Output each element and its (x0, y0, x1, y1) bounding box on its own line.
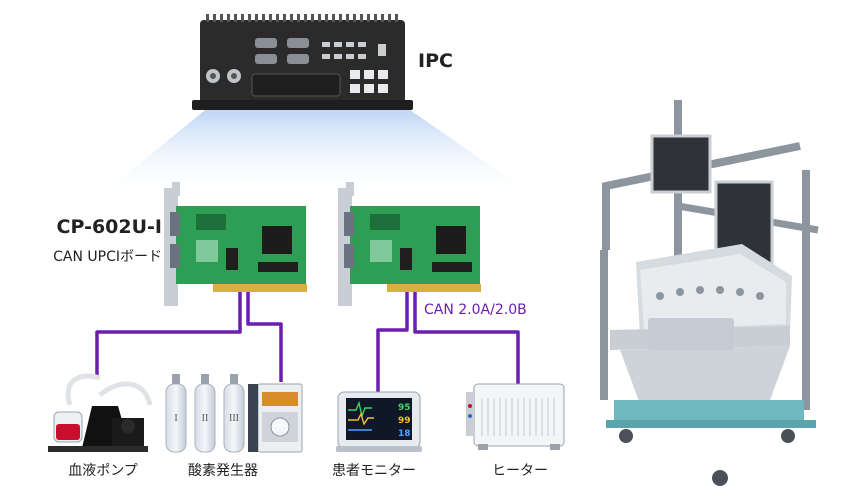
card-model-label: CP-602U-I (56, 216, 162, 238)
ipc-light-beam (95, 110, 540, 200)
device-label-blood-pump: 血液ポンプ (68, 463, 138, 479)
ipc-front-panel (251, 73, 341, 97)
ipc-box (192, 14, 413, 110)
can-bus-label: CAN 2.0A/2.0B (424, 302, 527, 318)
device-label-heater: ヒーター (492, 463, 548, 479)
heater-illustration (466, 383, 565, 450)
pci-card-right (338, 182, 481, 306)
oxygen-cylinder-label-1: I (174, 413, 177, 424)
ipc-label: IPC (418, 50, 453, 72)
monitor-readout-1: 95 (398, 403, 411, 413)
blood-pump-illustration (48, 373, 153, 452)
ipc-hdmi-port (378, 44, 386, 56)
card-description-label: CAN UPCIボード (53, 249, 162, 265)
can-bus-lines (95, 292, 520, 392)
ipc-antenna-jacks (206, 69, 241, 83)
ipc-serial-ports (255, 38, 309, 64)
pci-card-left (164, 182, 307, 306)
oxygen-cylinder-label-3: III (229, 413, 239, 424)
device-label-oxygen-generator: 酸素発生器 (188, 463, 258, 479)
ipc-ethernet-ports (350, 70, 388, 93)
oxygen-generator-illustration (165, 374, 303, 453)
device-label-patient-monitor: 患者モニター (332, 463, 416, 479)
ipc-usb-ports (322, 42, 366, 59)
patient-monitor-illustration (336, 391, 422, 452)
ipc-heat-fins (206, 14, 398, 22)
monitor-readout-2: 99 (398, 416, 411, 426)
medical-console-illustration (600, 100, 819, 486)
monitor-readout-3: 18 (398, 429, 411, 439)
oxygen-cylinder-label-2: II (202, 413, 209, 424)
